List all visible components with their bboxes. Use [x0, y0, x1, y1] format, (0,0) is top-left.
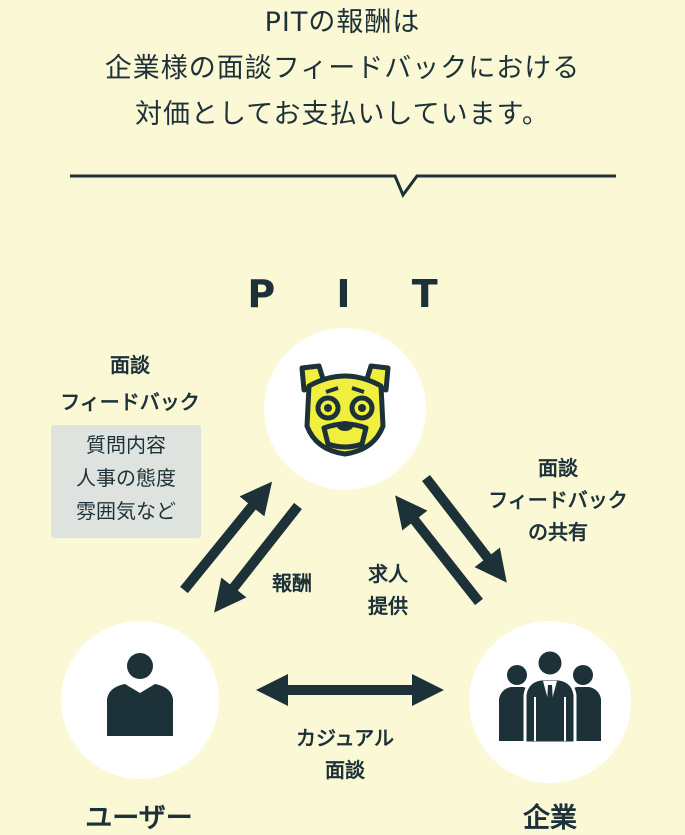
intro-line-3: 対価としてお支払いしています。: [135, 99, 550, 130]
user-to-pit-arrow: [180, 481, 273, 594]
pit-to-user-arrow: [214, 502, 302, 613]
user-label: ユーザー: [85, 803, 193, 834]
person-icon: [107, 653, 173, 736]
business-group-icon: [499, 648, 601, 745]
intro-text: PITの報酬は 企業様の面談フィードバックにおける 対価としてお支払いしています…: [0, 0, 685, 138]
casual-interview-label: カジュアル 面談: [296, 726, 394, 782]
company-label: 企業: [523, 803, 577, 834]
feedback-item: 人事の態度: [76, 466, 176, 490]
feedback-label: 面談 フィードバック: [60, 353, 200, 414]
feedback-item: 質問内容: [86, 433, 166, 457]
job-offer-label: 求人 提供: [368, 562, 408, 618]
feedback-items-box: 質問内容 人事の態度 雰囲気など: [51, 425, 201, 538]
pit-title: P I T: [247, 272, 462, 316]
company-node: [469, 621, 631, 783]
bulldog-icon: [299, 363, 391, 457]
intro-line-2: 企業様の面談フィードバックにおける: [104, 53, 581, 84]
user-node: [61, 621, 219, 779]
company-to-pit-arrow: [395, 495, 483, 606]
intro-line-1: PITの報酬は: [264, 7, 421, 38]
pit-to-company-arrow: [422, 474, 507, 583]
speech-divider: [70, 174, 616, 199]
reward-label: 報酬: [272, 571, 312, 595]
feedback-item: 雰囲気など: [76, 499, 176, 523]
shared-feedback-label: 面談 フィードバック の共有: [488, 456, 628, 544]
pit-node: [264, 328, 426, 490]
